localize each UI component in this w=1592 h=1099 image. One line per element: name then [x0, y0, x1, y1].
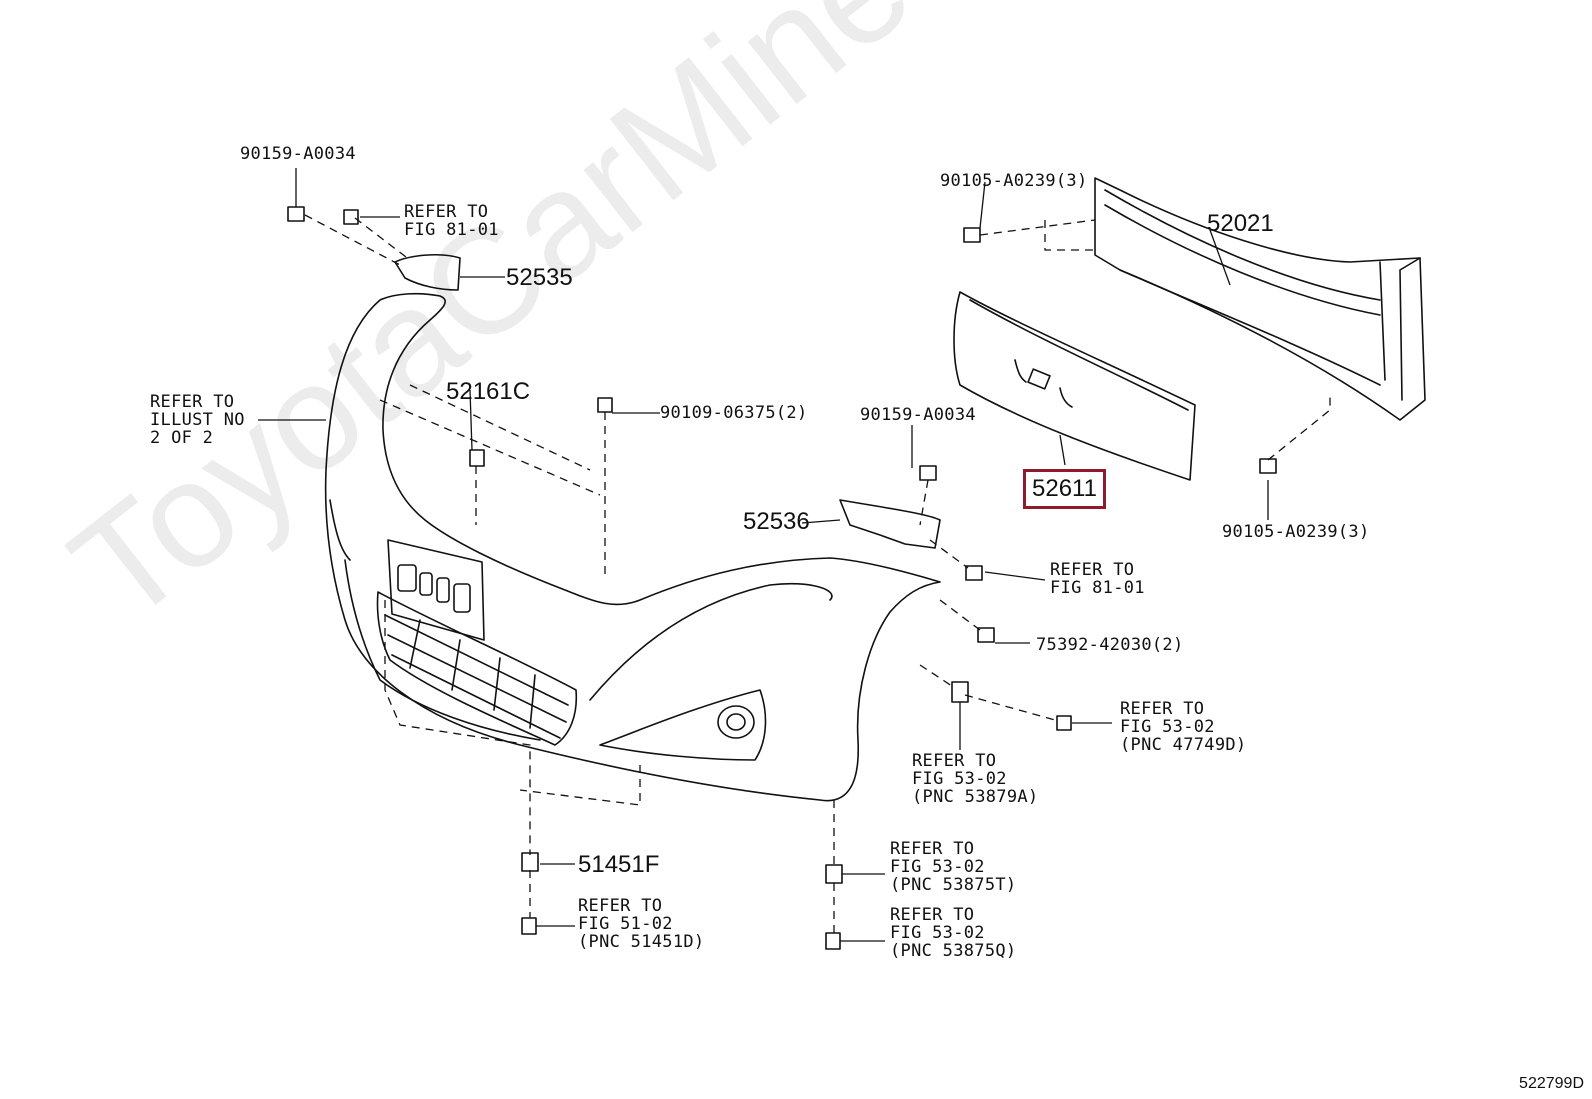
diagram-code: 522799D [1519, 1075, 1584, 1092]
part-52021[interactable]: 52021 [1207, 210, 1274, 237]
bracket-52536 [839, 499, 941, 549]
part-52535[interactable]: 52535 [506, 264, 573, 291]
callout-refer-fig-81-01-top[interactable]: REFER TO FIG 81-01 [404, 202, 499, 240]
part-52161c[interactable]: 52161C [446, 378, 531, 405]
part-52536[interactable]: 52536 [743, 508, 810, 535]
callout-90105-top[interactable]: 90105-A0239(3) [940, 171, 1088, 191]
callout-refer-51451d[interactable]: REFER TO FIG 51-02 (PNC 51451D) [578, 896, 705, 952]
callout-refer-fig-81-01-mid[interactable]: REFER TO FIG 81-01 [1050, 560, 1145, 598]
callout-refer-47749d[interactable]: REFER TO FIG 53-02 (PNC 47749D) [1120, 699, 1247, 755]
bracket-52535 [394, 254, 461, 291]
callout-90109[interactable]: 90109-06375(2) [660, 403, 808, 423]
energy-absorber [953, 291, 1196, 481]
callout-refer-53875t[interactable]: REFER TO FIG 53-02 (PNC 53875T) [890, 839, 1017, 895]
callout-refer-53875q[interactable]: REFER TO FIG 53-02 (PNC 53875Q) [890, 905, 1017, 961]
lower-grille [376, 591, 578, 746]
callout-refer-illust[interactable]: REFER TO ILLUST NO 2 OF 2 [150, 392, 245, 448]
fog-lamp-bezel [599, 689, 767, 761]
part-52611-highlighted[interactable]: 52611 [1023, 469, 1106, 509]
callout-refer-53879a[interactable]: REFER TO FIG 53-02 (PNC 53879A) [912, 751, 1039, 807]
bumper-reinforcement [1094, 177, 1426, 421]
bumper-cover [324, 292, 941, 802]
part-51451f[interactable]: 51451F [578, 851, 660, 878]
callout-90159-top[interactable]: 90159-A0034 [240, 144, 356, 164]
callout-75392[interactable]: 75392-42030(2) [1036, 635, 1184, 655]
callout-90105-bot[interactable]: 90105-A0239(3) [1222, 522, 1370, 542]
callout-90159-mid[interactable]: 90159-A0034 [860, 405, 976, 425]
license-plate-area [387, 539, 485, 641]
